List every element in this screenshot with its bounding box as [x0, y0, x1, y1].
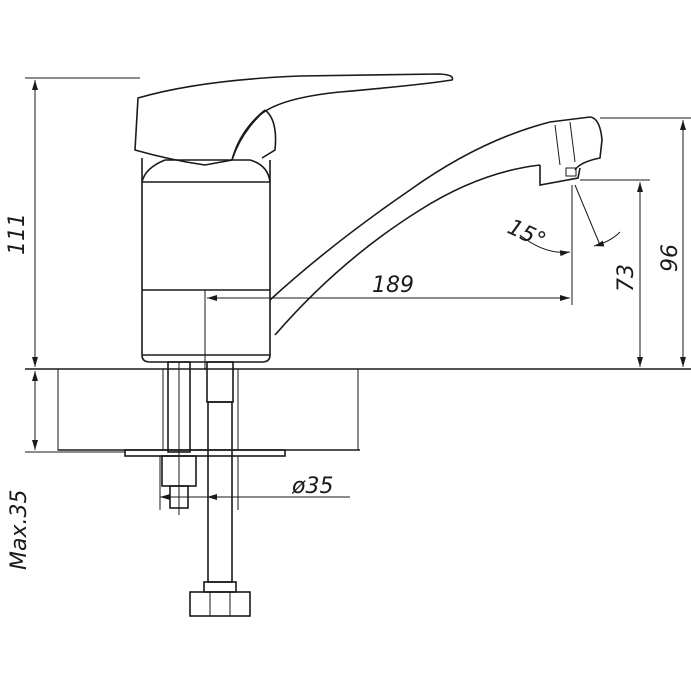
spout — [269, 116, 603, 336]
mounting-hardware — [161, 361, 251, 617]
dim-max-countertop: Max.35 — [7, 490, 32, 570]
faucet-body — [141, 158, 271, 363]
dimension-lines — [25, 77, 691, 510]
dim-mounting-hole: ø35 — [291, 474, 333, 499]
countertop — [25, 368, 691, 457]
lever-handle — [134, 73, 454, 166]
dim-outlet-height: 73 — [614, 264, 639, 292]
dim-spout-reach: 189 — [372, 273, 414, 298]
dim-total-height: 111 — [5, 213, 30, 255]
dim-top-height: 96 — [658, 244, 683, 272]
